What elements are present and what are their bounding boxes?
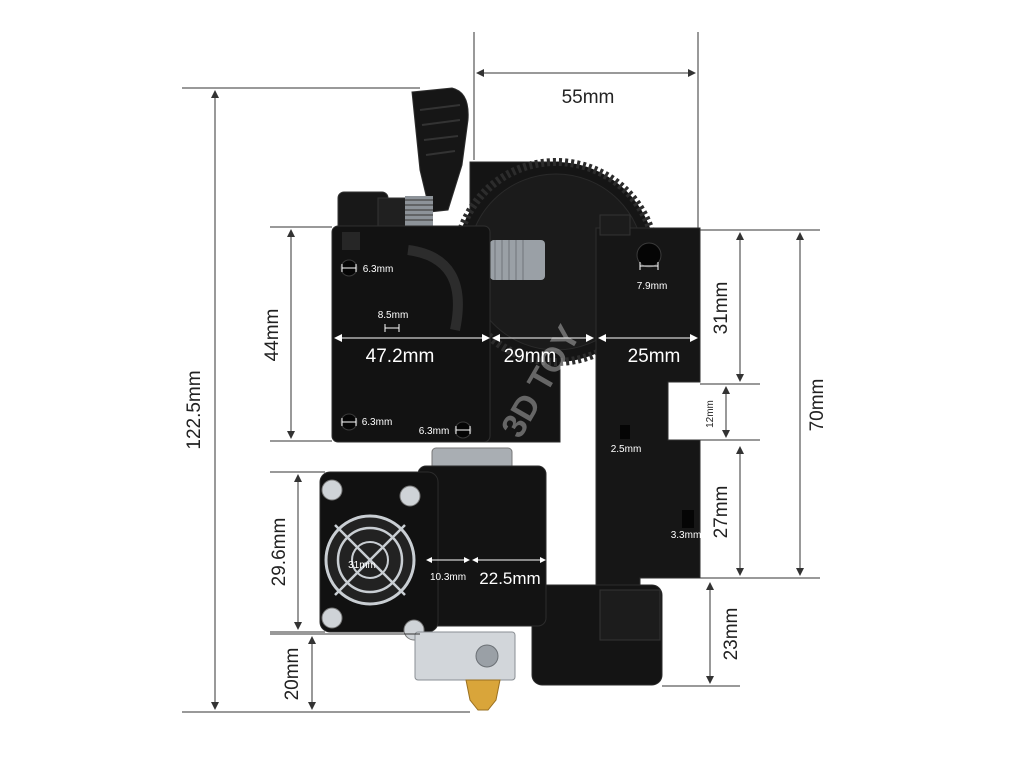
label-fan-size: 31mm [348, 560, 376, 571]
label-extruder-width: 47.2mm [366, 346, 435, 367]
label-total-width: 55mm [562, 87, 615, 108]
label-mid-gap: 12mm [705, 400, 716, 428]
brass-nozzle [465, 679, 501, 711]
label-fan-height: 29.6mm [269, 518, 290, 587]
heater-block [414, 631, 516, 681]
cooling-fan [319, 471, 439, 641]
label-bottom-clamp: 23mm [721, 608, 742, 661]
label-slot-lower: 3.3mm [671, 530, 702, 541]
label-hole-top-left: 6.3mm [363, 264, 394, 275]
label-hole-center: 8.5mm [378, 310, 409, 321]
tension-spring [405, 196, 433, 226]
label-gear-width: 29mm [504, 346, 557, 367]
fan-screw-icon [321, 479, 343, 501]
dimension-lines [182, 32, 820, 713]
bracket-slot [620, 425, 630, 439]
bracket-hole [636, 242, 662, 268]
label-lower-bracket: 27mm [711, 486, 732, 539]
drive-shaft [490, 240, 545, 280]
bracket-slot-lower [682, 510, 694, 528]
label-hole-bottom-left: 6.3mm [362, 417, 393, 428]
label-heatsink-width: 22.5mm [479, 569, 540, 588]
label-extruder-height: 44mm [262, 309, 283, 362]
label-bracket-width: 25mm [628, 346, 681, 367]
label-fan-depth: 10.3mm [430, 572, 466, 583]
label-top-slot-height: 31mm [711, 282, 732, 335]
label-hole-bottom-right: 6.3mm [419, 426, 450, 437]
label-nozzle-height: 20mm [282, 648, 303, 701]
extruder-assembly: 3D TOY [319, 87, 701, 711]
label-bracket-height: 70mm [807, 379, 828, 432]
label-total-height: 122.5mm [184, 370, 205, 449]
label-bracket-hole: 7.9mm [637, 281, 668, 292]
label-slot-small: 2.5mm [611, 444, 642, 455]
extruder-plate [331, 225, 491, 443]
filament-lever [411, 87, 469, 213]
dimension-labels: 122.5mm 55mm 44mm 47.2mm 29mm 25mm 31mm … [184, 87, 828, 700]
